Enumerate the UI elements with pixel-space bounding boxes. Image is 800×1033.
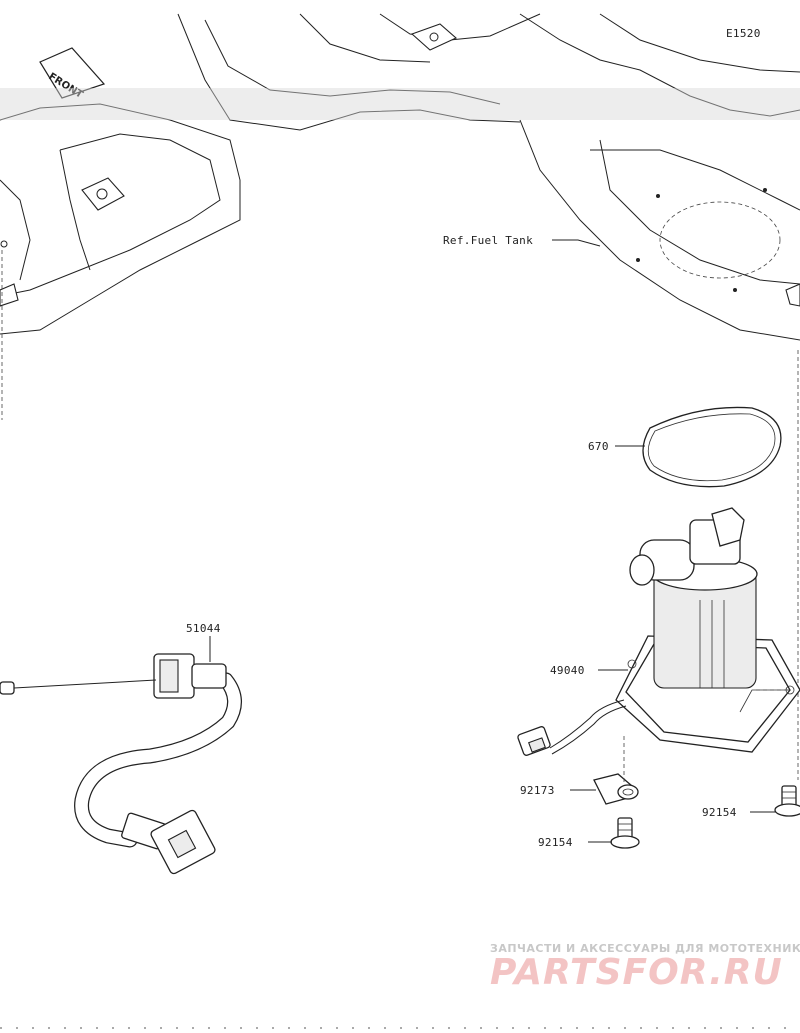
fuel-hose [74, 653, 242, 875]
part-number-92154-right: 92154 [702, 806, 737, 819]
watermark-tagline: ЗАПЧАСТИ И АКСЕССУАРЫ ДЛЯ МОТОТЕХНИКИ [490, 942, 800, 955]
fuel-tank-outline [0, 13, 800, 341]
part-number-92154-left: 92154 [538, 836, 573, 849]
diagram-code: E1520 [726, 27, 761, 40]
part-number-670: 670 [588, 440, 609, 453]
part-number-51044: 51044 [186, 622, 221, 635]
ref-leader-line [552, 239, 601, 247]
scan-band [0, 88, 800, 120]
mount-bracket-icon [0, 23, 800, 307]
holder-plate [593, 773, 639, 805]
bolt-icon [610, 817, 640, 849]
connection-line [13, 679, 157, 689]
o-ring-gasket [642, 406, 782, 488]
bolt-icon [774, 785, 800, 817]
hose-connector-stub [0, 681, 15, 695]
part-number-92173: 92173 [520, 784, 555, 797]
watermark-logo: PARTSFOR.RU [490, 952, 783, 993]
fuel-pump-assembly [517, 507, 800, 756]
part-number-49040: 49040 [550, 664, 585, 677]
ref-fuel-tank-label: Ref.Fuel Tank [443, 234, 533, 247]
